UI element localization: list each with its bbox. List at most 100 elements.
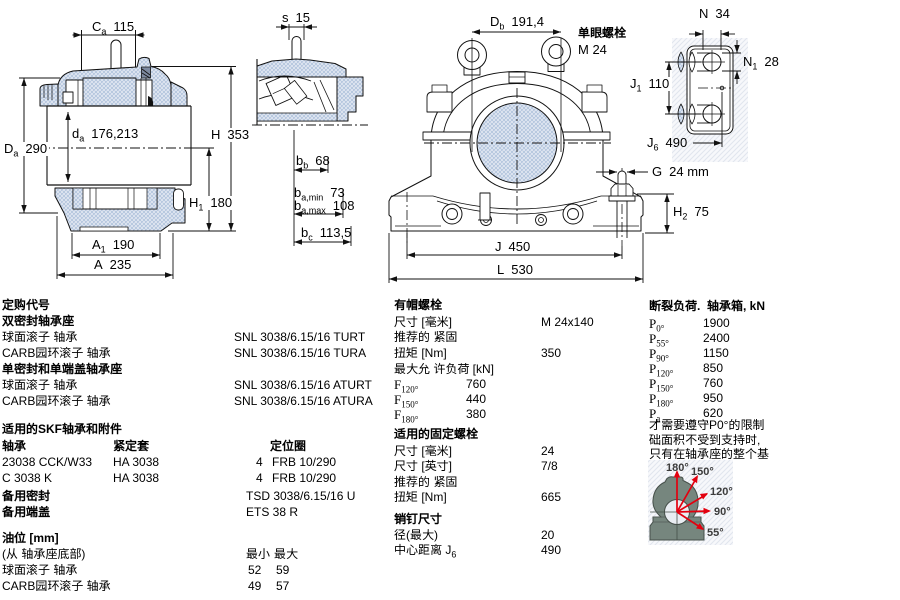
- breaking-title: 断裂负荷. 轴承箱, kN: [649, 299, 766, 313]
- bearing-cell: C 3038 K: [2, 471, 53, 485]
- cap-bolts-title: 有帽螺栓: [394, 298, 443, 312]
- breaking-note-line: 才需要遵守P0°的限制: [649, 418, 765, 432]
- load-symbol: F120°: [394, 377, 419, 395]
- double-seal-title: 双密封轴承座: [2, 314, 75, 328]
- sleeve-cell: HA 3038: [113, 455, 160, 469]
- breaking-value: 950: [703, 391, 724, 405]
- breaking-value: 850: [703, 361, 724, 375]
- breaking-value: 2400: [703, 331, 730, 345]
- ring-cell: FRB 10/290: [272, 455, 337, 469]
- col-header-sleeve: 紧定套: [113, 439, 150, 453]
- spare-seal-value: TSD 3038/6.15/16 U: [246, 489, 356, 503]
- cap-bolt-rec-label: 推荐的 紧固: [394, 330, 458, 344]
- spare-seal-label: 备用密封: [2, 489, 51, 503]
- load-value: 760: [466, 377, 487, 391]
- pins-title: 销钉尺寸: [394, 512, 443, 526]
- row-label: CARB园环滚子 轴承: [2, 394, 111, 408]
- oil-min-value: 49: [248, 579, 262, 593]
- cap-bolt-torque-label: 扭矩 [Nm]: [394, 346, 447, 360]
- spare-cover-value: ETS 38 R: [246, 505, 299, 519]
- drawing-foot-plan: [665, 30, 741, 147]
- breaking-symbol: P55°: [649, 331, 669, 349]
- pin-center-value: 490: [541, 543, 562, 557]
- breaking-note-line: 只有在轴承座的整个基: [649, 447, 770, 461]
- col-header-bearing: 轴承: [2, 439, 27, 453]
- drawing-front-section: [4, 30, 236, 279]
- angle-label: 150°: [691, 466, 714, 478]
- fixing-rec-label: 推荐的 紧固: [394, 475, 458, 489]
- row-label: 球面滚子 轴承: [2, 330, 78, 344]
- eyebolt-size: M 24: [578, 42, 607, 57]
- angle-label: 180°: [666, 462, 689, 474]
- fixing-bolts-title: 适用的固定螺栓: [394, 427, 479, 441]
- breaking-value: 760: [703, 376, 724, 390]
- oil-min-header: 最小: [246, 547, 271, 561]
- fixing-size-mm-value: 24: [541, 444, 555, 458]
- breaking-symbol: P120°: [649, 361, 674, 379]
- load-value: 440: [466, 392, 487, 406]
- breaking-value: 620: [703, 406, 724, 420]
- bearing-cell: 23038 CCK/W33: [2, 455, 93, 469]
- fixing-torque-value: 665: [541, 490, 562, 504]
- designation-value: SNL 3038/6.15/16 TURA: [234, 346, 367, 360]
- oil-max-header: 最大: [274, 547, 299, 561]
- sleeve-cell: HA 3038: [113, 471, 160, 485]
- cap-bolt-size-value: M 24x140: [541, 315, 594, 329]
- load-symbol: F180°: [394, 407, 419, 425]
- angle-label: 55°: [707, 527, 724, 539]
- oil-row-label: CARB园环滚子 轴承: [2, 579, 111, 593]
- fixing-size-in-value: 7/8: [541, 459, 558, 473]
- drawing-front-view: [388, 29, 674, 283]
- ring-qty-cell: 4: [256, 471, 263, 485]
- ordering-title: 定购代号: [2, 298, 51, 312]
- designation-value: SNL 3038/6.15/16 ATURA: [234, 394, 373, 408]
- pin-dia-value: 20: [541, 528, 555, 542]
- load-angle-diagram: [649, 470, 711, 541]
- eyebolt-label: 单眼螺栓: [578, 26, 627, 40]
- drawing-side-section: [252, 24, 368, 246]
- fixing-torque-label: 扭矩 [Nm]: [394, 490, 447, 504]
- max-load-label: 最大允 许负荷 [kN]: [394, 362, 495, 376]
- row-label: 球面滚子 轴承: [2, 378, 78, 392]
- fixing-size-in-label: 尺寸 [英寸]: [394, 459, 453, 473]
- col-header-ring: 定位圈: [270, 439, 307, 453]
- spare-cover-label: 备用端盖: [2, 505, 51, 519]
- load-value: 380: [466, 407, 487, 421]
- breaking-symbol: Pa: [649, 406, 661, 424]
- oil-max-value: 59: [276, 563, 290, 577]
- single-seal-title: 单密封和单端盖轴承座: [2, 362, 123, 376]
- pin-center-label: 中心距离 J6: [394, 543, 457, 560]
- designation-value: SNL 3038/6.15/16 ATURT: [234, 378, 372, 392]
- breaking-symbol: P180°: [649, 391, 674, 409]
- designation-value: SNL 3038/6.15/16 TURT: [234, 330, 366, 344]
- cap-bolt-size-label: 尺寸 [毫米]: [394, 315, 453, 329]
- angle-label: 90°: [714, 506, 731, 518]
- breaking-symbol: P150°: [649, 376, 674, 394]
- oil-min-value: 52: [248, 563, 262, 577]
- fixing-size-mm-label: 尺寸 [毫米]: [394, 444, 453, 458]
- breaking-value: 1900: [703, 316, 730, 330]
- ring-cell: FRB 10/290: [272, 471, 337, 485]
- ring-qty-cell: 4: [256, 455, 263, 469]
